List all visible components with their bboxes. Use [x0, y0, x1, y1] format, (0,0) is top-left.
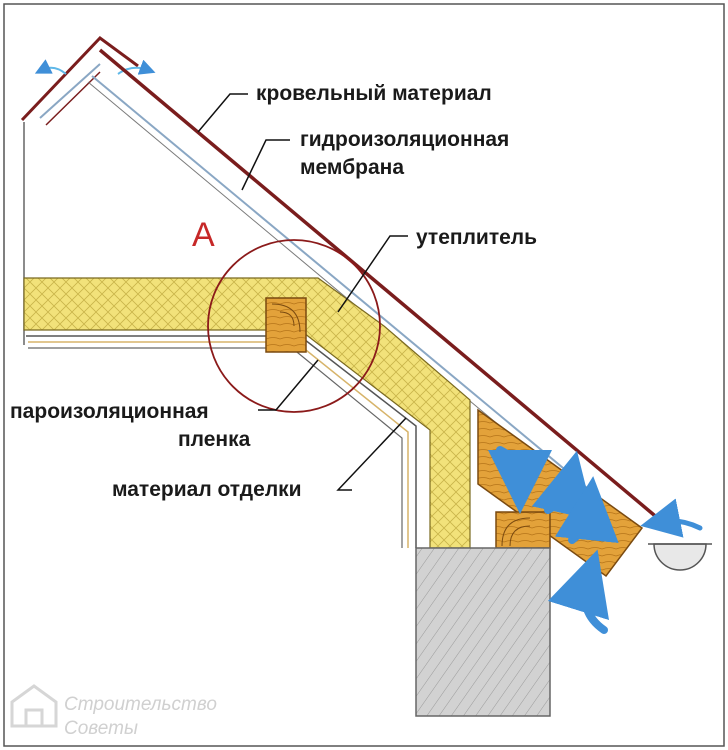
watermark-line2: Советы — [64, 718, 138, 739]
beam-block-top — [265, 297, 307, 353]
roofing-material-line — [98, 48, 662, 522]
frame-border — [3, 3, 725, 747]
label-finish-material: материал отделки — [112, 478, 302, 501]
wall-plate-block — [495, 511, 551, 549]
label-insulation: утеплитель — [416, 226, 537, 249]
house-logo-icon — [10, 684, 58, 728]
label-membrane-line1: гидроизоляционная — [300, 128, 509, 151]
label-vapor-line2: пленка — [178, 428, 251, 451]
airflow-arrows — [487, 446, 703, 634]
leader-lines — [197, 93, 408, 491]
detail-circle — [207, 239, 381, 413]
ridge-cap — [20, 36, 139, 126]
watermark: Строительство Советы — [10, 684, 217, 739]
label-roofing-material: кровельный материал — [256, 82, 492, 105]
ridge-vent-arrows — [34, 59, 156, 75]
watermark-line1: Строительство — [64, 694, 217, 715]
label-membrane-line2: мембрана — [300, 156, 404, 179]
masonry-wall — [415, 547, 551, 717]
gutter — [648, 543, 712, 571]
label-vapor-line1: пароизоляционная — [10, 400, 209, 423]
detail-label: А — [192, 216, 215, 254]
